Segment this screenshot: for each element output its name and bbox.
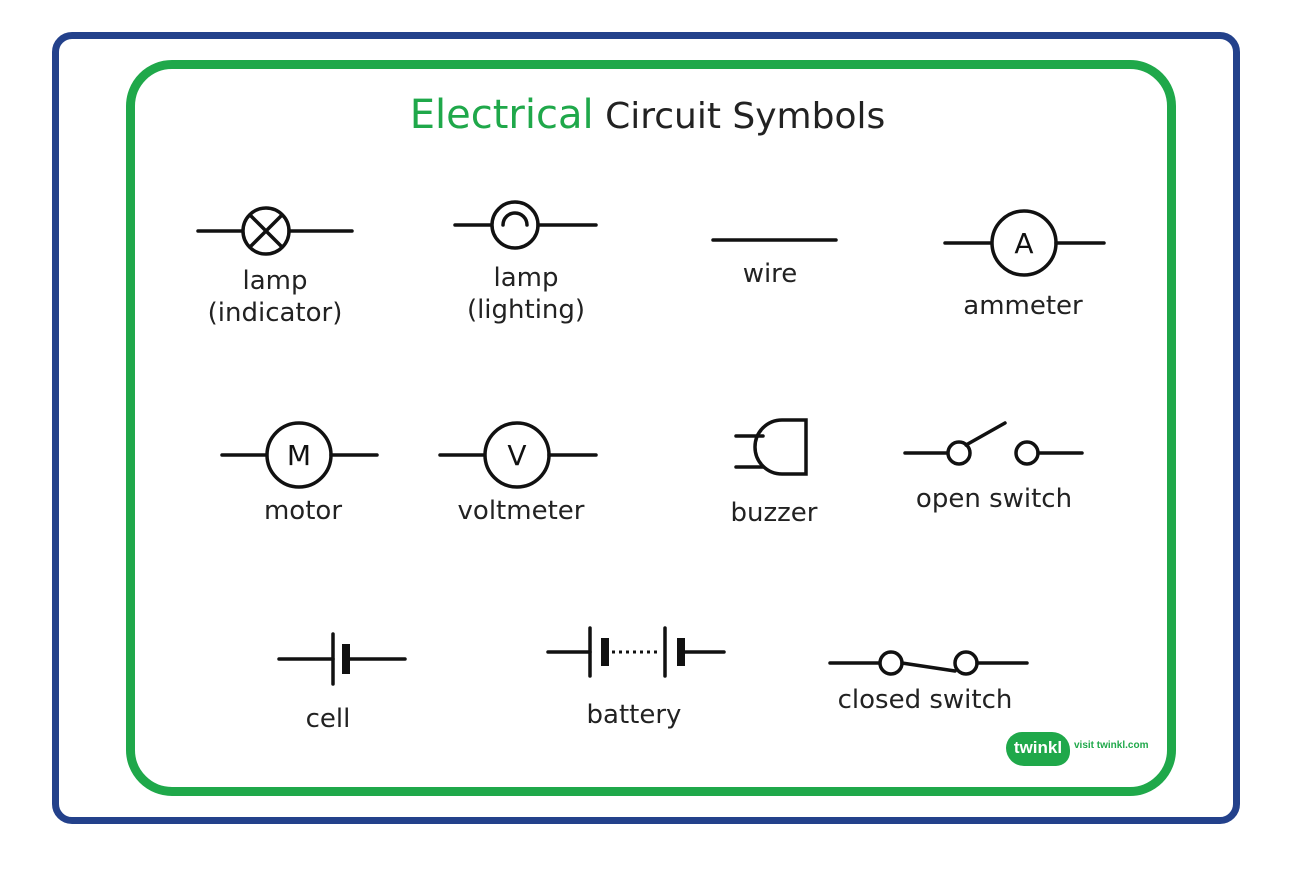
page-title: Electrical Circuit Symbols (0, 92, 1295, 138)
buzzer-label: buzzer (730, 498, 818, 528)
open-switch-label: open switch (915, 484, 1073, 514)
battery-symbol (546, 626, 726, 678)
voltmeter-symbol (438, 421, 598, 489)
voltmeter-letter: V (507, 439, 526, 472)
ammeter-letter: A (1014, 227, 1033, 260)
wire-label: wire (742, 259, 798, 289)
closed-switch-symbol (828, 650, 1029, 676)
title-rest: Circuit Symbols (605, 96, 886, 137)
cell-label: cell (305, 704, 351, 734)
battery-label: battery (586, 700, 682, 730)
lamp-indicator-label: lamp (indicator) (208, 265, 343, 329)
motor-label: motor (263, 496, 343, 526)
lamp-indicator-label-line2: (indicator) (207, 298, 343, 328)
voltmeter-label: voltmeter (457, 496, 585, 526)
open-switch-symbol (903, 421, 1084, 466)
lamp-indicator-symbol (196, 206, 354, 256)
ammeter-symbol (943, 209, 1106, 277)
lamp-lighting-label: lamp (lighting) (467, 262, 585, 326)
ammeter-label: ammeter (963, 291, 1083, 321)
lamp-lighting-label-line2: (lighting) (466, 295, 586, 325)
cell-symbol (277, 632, 407, 686)
lamp-lighting-label-line1: lamp (493, 263, 559, 293)
title-accent: Electrical (409, 92, 594, 138)
motor-letter: M (287, 439, 311, 472)
closed-switch-label: closed switch (837, 685, 1013, 715)
buzzer-symbol (734, 418, 808, 476)
twinkl-tagline[interactable]: visit twinkl.com (1074, 740, 1149, 751)
twinkl-logo[interactable]: twinkl (1006, 732, 1070, 766)
lamp-indicator-label-line1: lamp (242, 266, 308, 296)
outer-frame (52, 32, 1240, 824)
lamp-lighting-symbol (453, 200, 598, 250)
inner-frame (126, 60, 1176, 796)
motor-symbol (220, 421, 379, 489)
